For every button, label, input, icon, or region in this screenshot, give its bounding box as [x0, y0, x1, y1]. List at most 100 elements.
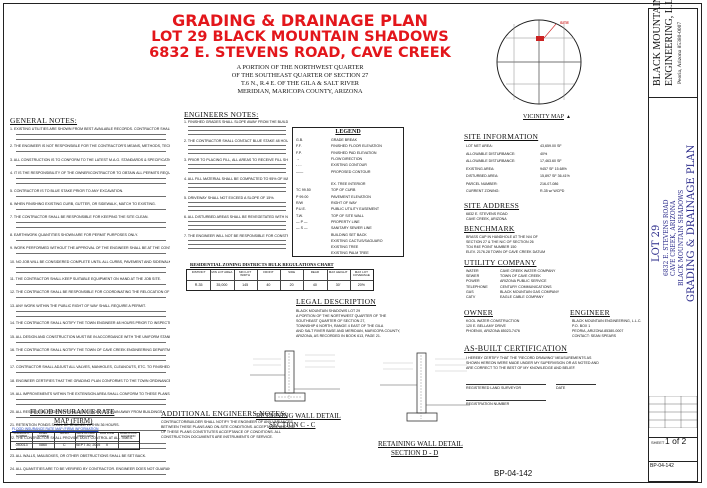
note-text-rule: [16, 222, 166, 224]
legal-line-6: ARIZONA, AS RECORDED IN BOOK 613, PAGE 2…: [296, 334, 381, 338]
owner-line-1: KOOL WATER CONSTRUCTION: [466, 319, 520, 323]
utility-provider-6: EAGLE CABLE COMPANY: [500, 295, 544, 299]
setback-cell-2: 35,000: [216, 283, 228, 287]
sheet-border: [3, 3, 702, 483]
date-label: DATE: [556, 386, 566, 390]
legend-label-6: PROPOSED CONTOUR: [331, 169, 371, 174]
legend-symbol-5: - - -: [296, 163, 302, 168]
utility-heading: UTILITY COMPANY: [464, 258, 537, 267]
engineer-heading: ENGINEER: [570, 308, 610, 317]
utility-type-6: CATV: [466, 295, 476, 299]
note-text-rule: [16, 164, 166, 166]
legal-line-1: BLACK MOUNTAIN SHADOWS LOT 29: [296, 309, 361, 313]
legend-label-12: PUBLIC UTILITY EASEMENT: [331, 207, 380, 212]
general-note-20: 20. ALL RESIDENTIAL PROPERTY SHALL BE GR…: [10, 409, 164, 414]
note-text-rule: [188, 164, 286, 165]
job-number: BP-04-142: [650, 463, 674, 469]
legend-symbol-11: R/W: [296, 201, 303, 205]
legend-symbol-4: →: [296, 156, 300, 161]
note-text-rule: [16, 460, 166, 462]
note-text-rule: [16, 404, 166, 406]
asbuilt-line-1: I HEREBY CERTIFY THAT THE "RECORD DRAWIN…: [466, 356, 592, 360]
note-text-rule: [188, 221, 286, 222]
general-note-19: 19. ALL IMPROVEMENTS WITHIN THE EXTENSIO…: [10, 392, 170, 397]
utility-provider-1: CAVE CREEK WATER COMPANY: [500, 269, 556, 273]
general-note-10: 10. NO JOB WILL BE CONSIDERED COMPLETE U…: [10, 259, 170, 264]
note-text-rule: [16, 315, 166, 317]
note-text-rule: [188, 240, 286, 241]
retaining-wall-c-drawing: [250, 350, 340, 402]
engineers-note-7: 7. THE ENGINEER WILL NOT BE RESPONSIBLE …: [184, 234, 288, 238]
sheet-number: 1 of 2: [665, 436, 687, 446]
legend-label-8: EX. TREE INTERIOR: [331, 182, 366, 187]
note-text-rule: [16, 385, 166, 387]
note-text-rule: [16, 399, 166, 401]
note-text-rule: [16, 443, 166, 445]
note-text-rule: [16, 271, 166, 273]
utility-type-3: POWER: [466, 279, 480, 284]
legal-line-4: TOWNSHIP 6 NORTH, RANGE 4 EAST OF THE GI…: [296, 324, 384, 328]
site-info-label-4: EXISTING AREA:: [466, 166, 495, 171]
general-note-12: 12. THE CONTRACTOR SHALL BE RESPONSIBLE …: [10, 290, 170, 295]
site-info-label-1: LOT NET AREA:: [466, 144, 493, 148]
legal-line-3: SOUTHEAST QUARTER OF SECTION 27,: [296, 319, 366, 323]
legend-label-11: RIGHT OF WAY: [331, 201, 357, 205]
note-text-rule: [16, 416, 166, 418]
setback-col-6: REAR: [310, 270, 320, 274]
setback-col-3: MIN LOT WIDTH: [239, 270, 252, 278]
site-info-value-2: 40%: [540, 151, 548, 156]
note-text-rule: [16, 372, 166, 374]
engineers-notes-heading: ENGINEERS NOTES:: [184, 110, 259, 119]
setback-cell-6: 40: [312, 283, 317, 287]
note-text-rule: [16, 209, 166, 210]
table-divider: [187, 280, 373, 281]
legend-symbol-9: TC 99.50: [296, 188, 311, 193]
setback-cell-4: 40: [266, 283, 271, 287]
flood-heading-2: MAP (FIRM): [54, 417, 93, 425]
setback-col-5: SIDE: [288, 270, 296, 274]
note-text-rule: [188, 187, 286, 188]
tb-street: 6832 E. STEVENS ROAD: [663, 199, 670, 276]
site-info-label-5: DISTURBED AREA:: [466, 174, 499, 178]
note-text-rule: [188, 206, 286, 207]
utility-type-1: WATER: [466, 269, 479, 273]
site-info-value-7: R-35 w/ WCPD: [540, 189, 565, 193]
asbuilt-line-2: SHOWN HEREON WERE MADE UNDER MY SUPERVIS…: [466, 361, 599, 365]
note-text-rule: [16, 139, 166, 140]
general-note-3: 3. ALL CONSTRUCTION IS TO CONFORM TO THE…: [10, 157, 170, 162]
benchmark-line-1: BRASS CAP IN HANDHOLE AT THE N/4 OF: [466, 235, 538, 239]
setback-col-4: FRONT: [263, 270, 274, 274]
legal-line-2: A PORTION OF THE NORTHWEST QUARTER OF TH…: [296, 314, 387, 318]
utility-provider-4: CENTURY COMMUNICATIONS: [500, 284, 552, 289]
title-block: [648, 8, 698, 482]
legend-symbol-10: P 99.00: [296, 194, 309, 199]
legend-label-16: BUILDING SET BACK: [331, 232, 367, 237]
firm-cell-2: 0860: [38, 443, 47, 447]
note-text-rule: [188, 172, 286, 173]
vicinity-site-label: SITE: [560, 20, 569, 25]
general-note-17: 17. CONTRACTOR SHALL ADJUST ALL VALVES, …: [10, 365, 170, 370]
asbuilt-line-3: ARE CORRECT TO THE BEST OF MY KNOWLEDGE …: [466, 366, 576, 370]
setback-cell-8: 20%: [357, 283, 365, 287]
firm-col-3: SUFFIX: [59, 432, 69, 435]
firm-col-6: BASE FLOOD ELEVATION: [120, 432, 137, 438]
general-note-4: 4. IT IS THE RESPONSIBILITY OF THE OWNER…: [10, 171, 170, 176]
note-text-rule: [16, 341, 166, 343]
legend-label-1: GRADE BREAK: [331, 138, 357, 142]
firm-col-4: DATE OF FIRM (INDEX DATE): [76, 432, 95, 438]
benchmark-line-4: ELEV. 2176.28 TOWN OF CAVE CREEK DATUM: [466, 250, 546, 254]
legend-label-3: FINISHED PAD ELEVATION: [331, 150, 377, 155]
note-text-rule: [188, 183, 286, 184]
note-text-rule: [188, 134, 286, 135]
legend-label-5: EXISTING CONTOUR: [331, 163, 367, 168]
firm-col-1: COMMUNITY NUMBER: [13, 432, 30, 438]
general-note-8: 8. EARTHWORK QUANTITIES SHOWN ARE FOR PE…: [10, 232, 138, 237]
utility-type-4: TELEPHONE: [466, 284, 488, 289]
setback-chart-title: RESIDENTIAL ZONING DISTRICTS BULK REGULA…: [190, 262, 334, 267]
vicinity-map: [496, 19, 582, 105]
legend-heading: LEGEND: [335, 129, 361, 135]
plan-title-address: 6832 E. STEVENS ROAD, CAVE CREEK: [149, 45, 451, 61]
firm-info-link[interactable]: FLOOD INSURANCE RATE MAP (FIRM) INFORMAT…: [12, 427, 99, 431]
